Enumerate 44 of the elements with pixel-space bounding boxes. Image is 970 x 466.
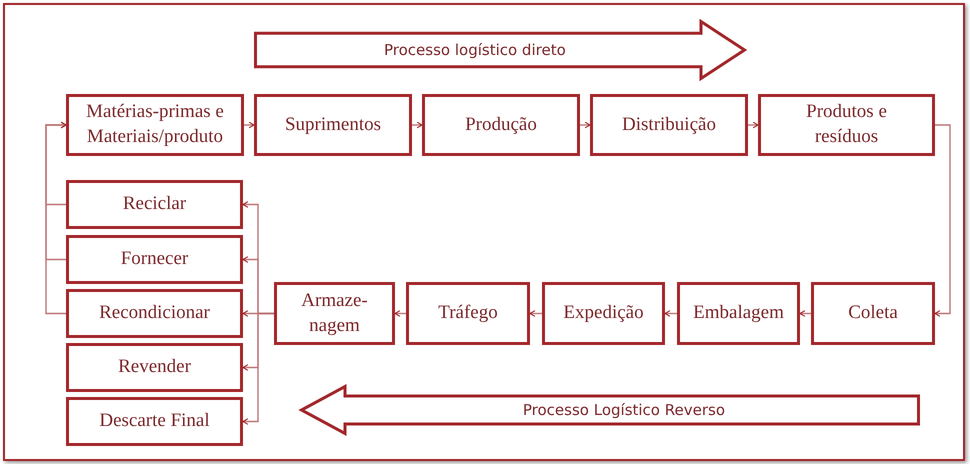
connector-arrow bbox=[412, 122, 423, 128]
connector-arrow bbox=[45, 122, 67, 314]
box-label: Produção bbox=[464, 112, 538, 137]
process-box bbox=[811, 282, 935, 345]
box-label: Fornecer bbox=[120, 247, 190, 272]
connector-arrow bbox=[529, 310, 542, 317]
box-label: Suprimentos bbox=[284, 112, 382, 137]
direction-arrow bbox=[254, 20, 746, 80]
connector-arrow bbox=[244, 122, 255, 128]
direction-arrow bbox=[300, 385, 920, 435]
connector-arrow bbox=[934, 124, 951, 317]
process-box bbox=[66, 343, 243, 392]
process-box bbox=[677, 282, 800, 345]
box-label: Descarte Final bbox=[98, 409, 211, 434]
box-label: Matérias-primas e Materiais/produto bbox=[85, 100, 225, 149]
process-box bbox=[406, 282, 530, 345]
connector-arrow bbox=[580, 122, 591, 128]
process-box bbox=[422, 94, 580, 156]
process-box bbox=[274, 282, 395, 345]
box-label: Embalagem bbox=[692, 301, 785, 326]
box-label: Reciclar bbox=[122, 192, 188, 216]
box-label: Armaze- nagem bbox=[300, 288, 369, 338]
connector-arrow bbox=[394, 310, 406, 317]
box-label: Coleta bbox=[847, 301, 899, 326]
box-label: Produtos e resíduos bbox=[805, 100, 888, 149]
process-box bbox=[66, 289, 243, 338]
process-box bbox=[66, 94, 244, 156]
arrow-label: Processo Logístico Reverso bbox=[522, 401, 725, 419]
process-box bbox=[758, 94, 935, 156]
box-label: Recondicionar bbox=[98, 301, 211, 326]
arrow-label: Processo logístico direto bbox=[384, 41, 566, 59]
process-box bbox=[590, 94, 748, 156]
box-label: Revender bbox=[117, 355, 192, 380]
process-box bbox=[66, 180, 243, 229]
box-label: Tráfego bbox=[437, 301, 499, 326]
process-box bbox=[542, 282, 665, 345]
process-box bbox=[66, 397, 243, 446]
connector-arrow bbox=[664, 310, 677, 317]
box-label: Distribuição bbox=[621, 112, 717, 137]
process-box bbox=[66, 235, 243, 284]
connector-arrow bbox=[799, 310, 811, 317]
process-box bbox=[254, 94, 412, 156]
connector-arrow bbox=[748, 122, 759, 128]
box-label: Expedição bbox=[562, 301, 645, 326]
